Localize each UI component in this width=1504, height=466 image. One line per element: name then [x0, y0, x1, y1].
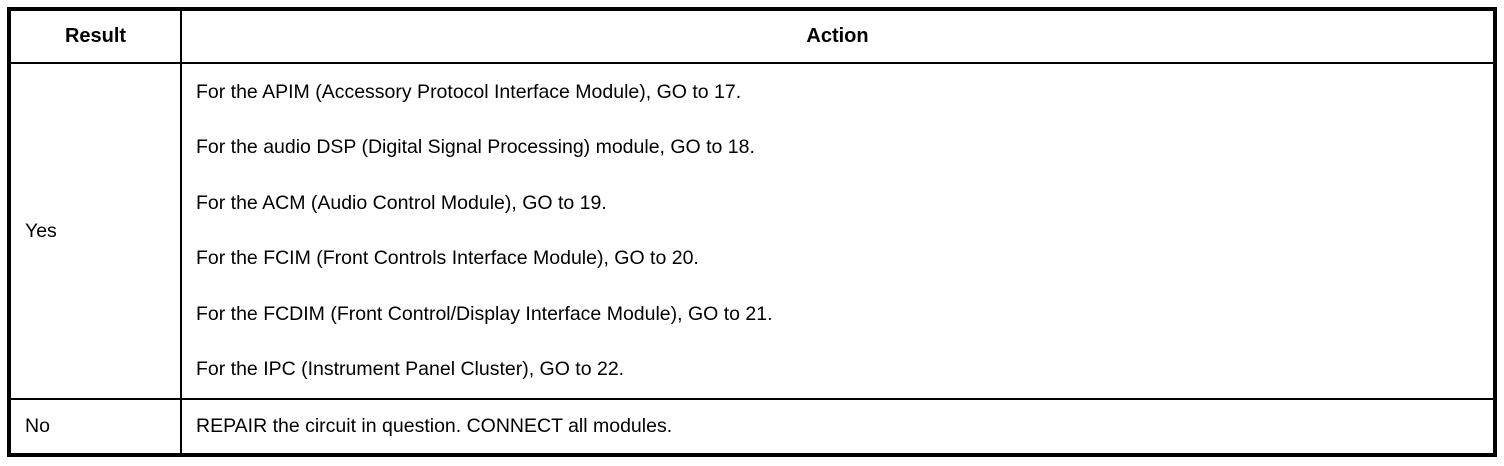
- action-cell-yes: For the APIM (Accessory Protocol Interfa…: [180, 62, 1496, 400]
- action-line-fcim: For the FCIM (Front Controls Interface M…: [196, 247, 699, 270]
- table-header-row: Result Action: [8, 8, 1496, 64]
- table-row-no: No REPAIR the circuit in question. CONNE…: [8, 398, 1496, 456]
- action-line-acm: For the ACM (Audio Control Module), GO t…: [196, 191, 607, 214]
- action-column-header: Action: [180, 8, 1496, 64]
- action-line-audio-dsp: For the audio DSP (Digital Signal Proces…: [196, 136, 755, 159]
- result-cell-yes: Yes: [8, 62, 182, 400]
- action-line-fcdim: For the FCDIM (Front Control/Display Int…: [196, 302, 773, 325]
- table-row-yes: Yes For the APIM (Accessory Protocol Int…: [8, 62, 1496, 400]
- result-action-table: Result Action Yes For the APIM (Accessor…: [7, 7, 1497, 457]
- action-line-apim: For the APIM (Accessory Protocol Interfa…: [196, 80, 742, 103]
- action-line-ipc: For the IPC (Instrument Panel Cluster), …: [196, 358, 625, 381]
- action-cell-no: REPAIR the circuit in question. CONNECT …: [180, 398, 1496, 456]
- result-cell-no: No: [8, 398, 182, 456]
- action-lines: For the APIM (Accessory Protocol Interfa…: [196, 65, 1493, 398]
- result-column-header: Result: [8, 8, 182, 64]
